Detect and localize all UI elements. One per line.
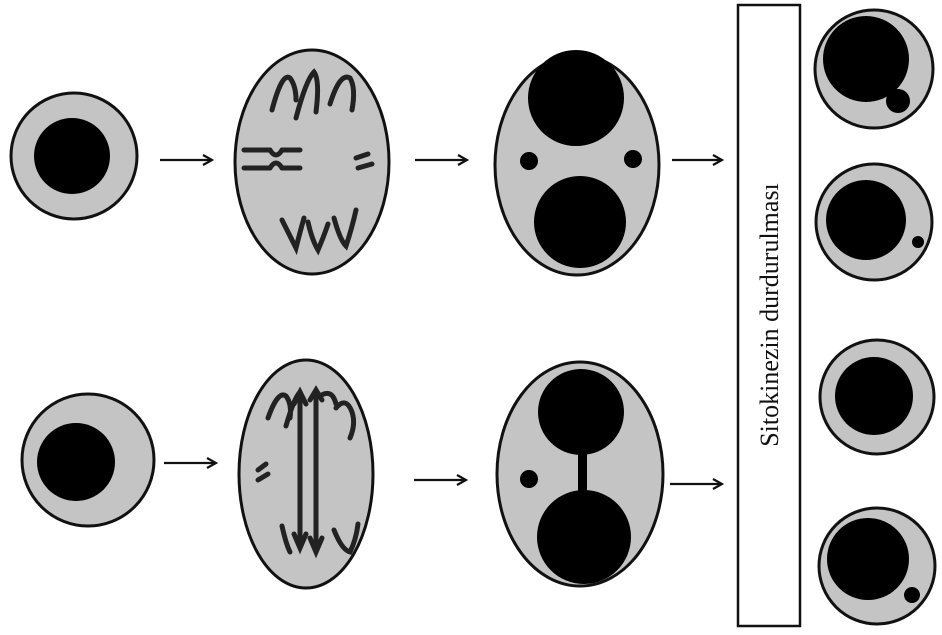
result-cell-3 (820, 340, 934, 454)
bottom-cell-dividing (239, 360, 373, 588)
cytokinesis-arrest-label: Sitokinezin durdurulması (755, 183, 784, 447)
bottom-row (22, 360, 722, 588)
top-cell-dividing (235, 50, 389, 274)
bottom-cell-bridged (497, 362, 663, 586)
resulting-cells (815, 10, 935, 624)
bottom-cell-initial (22, 394, 154, 526)
result-cell-1 (815, 10, 933, 128)
top-cell-initial (11, 93, 137, 219)
top-cell-binucleate (495, 50, 659, 275)
result-cell-4 (819, 508, 935, 624)
result-cell-2 (816, 164, 932, 280)
cytokinesis-arrest-label-box: Sitokinezin durdurulması (738, 5, 800, 626)
top-row (11, 50, 722, 275)
